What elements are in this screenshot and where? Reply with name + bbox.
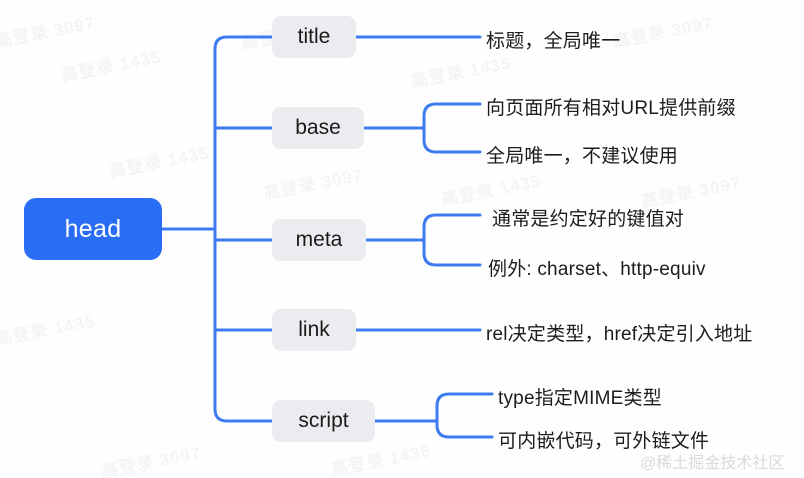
node-script-label: script (298, 409, 349, 432)
leaf-script-0: type指定MIME类型 (498, 388, 662, 409)
leaf-base-0: 向页面所有相对URL提供前缀 (486, 98, 736, 119)
leaf-meta-1: 例外: charset、http-equiv (488, 259, 706, 280)
leaf-meta-0: 通常是约定好的键值对 (492, 209, 685, 230)
node-head-label: head (64, 214, 122, 243)
leaf-link-0: rel决定类型，href决定引入地址 (486, 324, 753, 345)
node-meta-label: meta (295, 228, 343, 251)
credit-watermark: @稀土掘金技术社区 (640, 455, 785, 472)
node-base-label: base (295, 116, 341, 139)
leaf-bracket-base (422, 102, 482, 154)
leaf-script-1: 可内嵌代码，可外链文件 (498, 431, 710, 452)
node-script[interactable]: script (272, 400, 375, 442)
node-title-label: title (297, 25, 331, 48)
node-title[interactable]: title (272, 16, 356, 58)
leaf-bracket-script (435, 392, 494, 439)
node-meta[interactable]: meta (272, 219, 366, 261)
node-link[interactable]: link (272, 309, 356, 351)
leaf-base-1: 全局唯一，不建议使用 (486, 146, 679, 167)
leaf-bracket-meta (422, 213, 482, 267)
node-base[interactable]: base (272, 107, 364, 149)
node-head[interactable]: head (24, 198, 162, 260)
leaf-title-0: 标题，全局唯一 (486, 31, 621, 52)
main-spine (213, 35, 274, 423)
node-link-label: link (298, 318, 330, 341)
